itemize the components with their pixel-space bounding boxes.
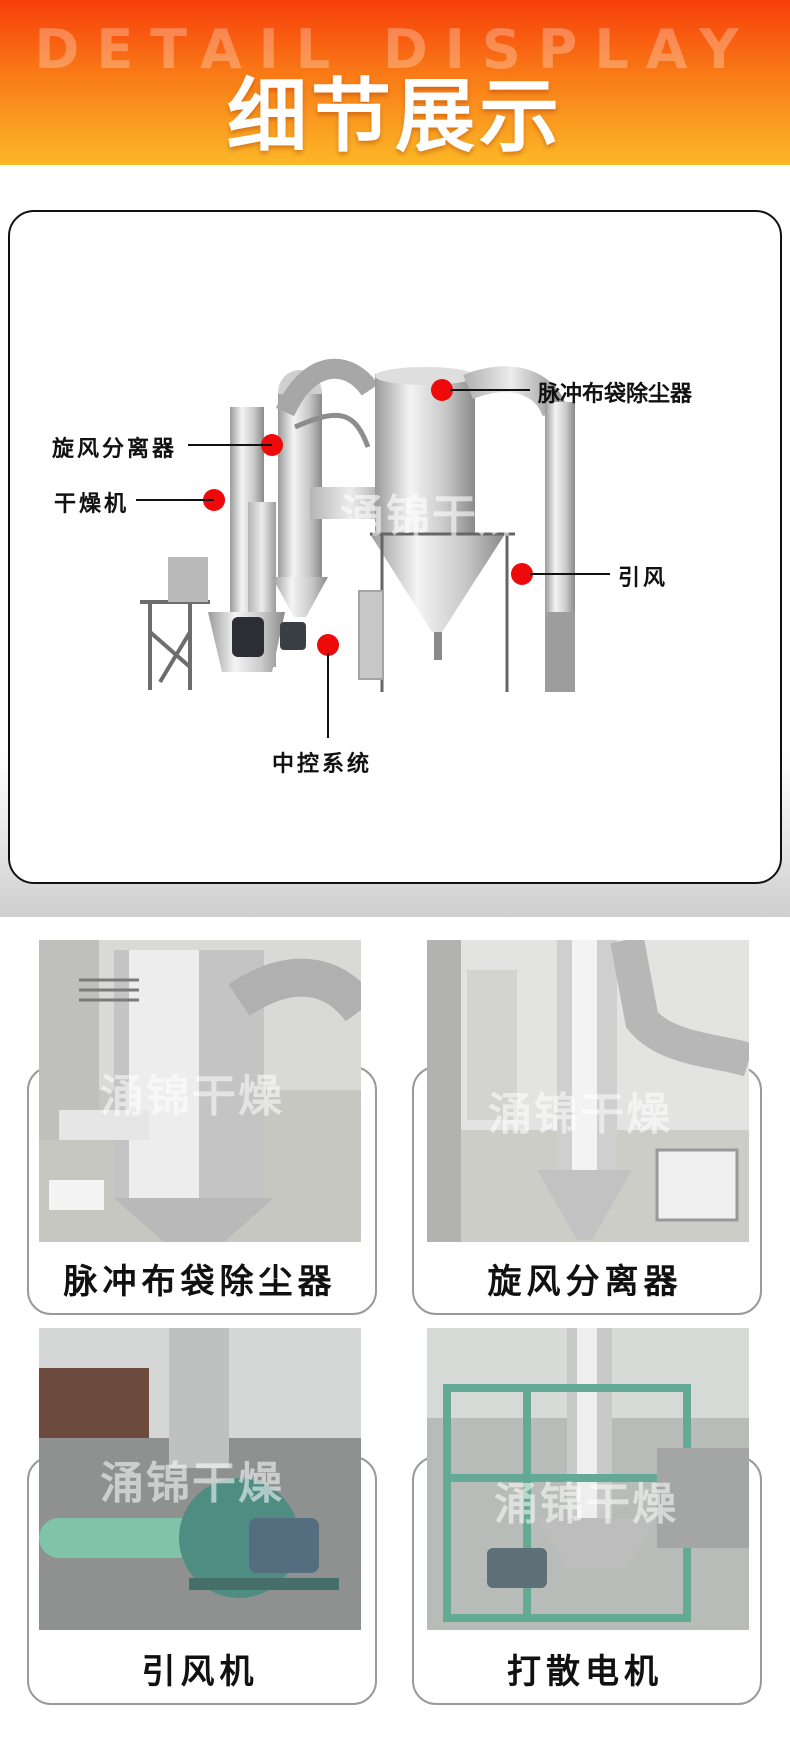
card-watermark-cyclone: 涌锦干燥: [488, 1089, 672, 1140]
header-subtitle: DETAIL DISPLAY: [34, 18, 756, 81]
card-label-cyclone: 旋风分离器: [487, 1262, 683, 1302]
callout-dot-control: [317, 634, 339, 656]
card-label-pulse: 脉冲布袋除尘器: [63, 1262, 337, 1302]
flash-dryer-system-photo: [140, 358, 575, 692]
induced-draft-fan-photo: [39, 1328, 361, 1630]
card-watermark-pulse: 涌锦干燥: [100, 1071, 284, 1122]
diagram-watermark: 涌锦干燥: [340, 491, 524, 542]
callout-label-pulse: 脉冲布袋除尘器: [538, 382, 693, 407]
diagram-panel: 涌锦干燥 脉冲布袋除尘器 旋风分离器 干燥机 引风 中控系统: [8, 210, 782, 884]
callout-dot-dryer: [203, 489, 225, 511]
callout-line-pulse: [450, 389, 530, 391]
callout-label-control: 中控系统: [272, 752, 373, 777]
callout-line-cyclone: [188, 444, 272, 446]
callout-line-dryer: [136, 499, 214, 501]
pulse-bag-filter-photo: [39, 940, 361, 1242]
cyclone-separator-photo: [427, 940, 749, 1242]
callout-line-control: [327, 653, 329, 738]
callout-label-fan: 引风: [618, 566, 669, 591]
dispersing-motor-photo: [427, 1328, 749, 1630]
card-watermark-fan: 涌锦干燥: [100, 1458, 284, 1509]
callout-dot-cyclone: [261, 434, 283, 456]
card-label-motor: 打散电机: [507, 1652, 663, 1692]
callout-line-fan: [530, 573, 610, 575]
callout-label-cyclone: 旋风分离器: [52, 437, 178, 462]
callout-label-dryer: 干燥机: [54, 492, 130, 517]
diagram-section: 涌锦干燥 脉冲布袋除尘器 旋风分离器 干燥机 引风 中控系统: [0, 165, 790, 917]
callout-dot-pulse: [431, 379, 453, 401]
header-title: 细节展示: [227, 70, 563, 163]
card-watermark-motor: 涌锦干燥: [494, 1479, 678, 1530]
callout-dot-fan: [511, 563, 533, 585]
card-label-fan: 引风机: [141, 1652, 259, 1692]
header-banner: DETAIL DISPLAY 细节展示: [0, 0, 790, 165]
